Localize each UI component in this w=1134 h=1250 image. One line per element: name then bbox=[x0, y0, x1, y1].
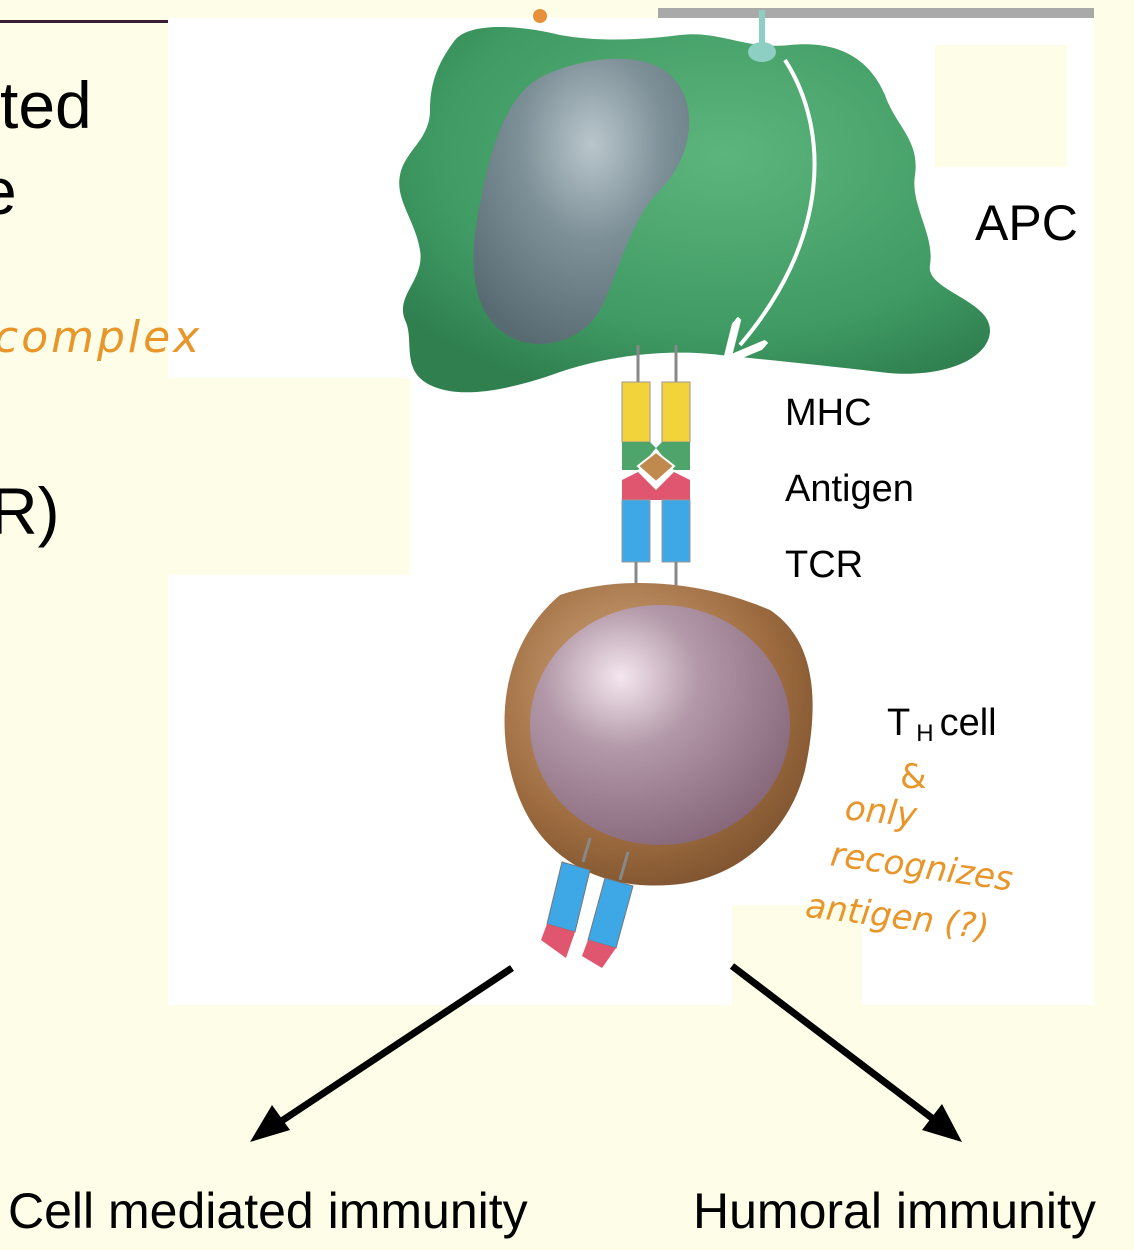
arrowhead-right bbox=[922, 1104, 962, 1142]
outcome-cell-mediated-immunity: Cell mediated immunity bbox=[8, 1183, 528, 1239]
arrow-to-humoral bbox=[729, 963, 948, 1131]
surface-receptor-head bbox=[748, 42, 776, 62]
left-text-line3: R) bbox=[0, 474, 60, 548]
slide-divider-line bbox=[0, 20, 168, 23]
gray-rule bbox=[658, 8, 1094, 18]
label-tcr: TCR bbox=[785, 544, 864, 586]
arrow-to-cell-mediated bbox=[266, 965, 514, 1133]
partial-dot bbox=[533, 9, 547, 23]
label-th-prefix: T bbox=[887, 702, 911, 744]
label-blank-box-apc bbox=[935, 45, 1067, 167]
th-cell-nucleus bbox=[530, 605, 790, 845]
label-blank-box-left bbox=[168, 378, 410, 575]
handwritten-only: only bbox=[843, 788, 919, 836]
label-th-suffix: cell bbox=[939, 702, 997, 744]
arrowhead-left bbox=[250, 1105, 290, 1142]
label-th-sub: H bbox=[916, 720, 934, 747]
antigen-processing-arrow bbox=[740, 58, 817, 345]
apc-nucleus bbox=[473, 58, 690, 344]
handwritten-and: & bbox=[900, 757, 927, 797]
outcome-humoral-immunity: Humoral immunity bbox=[693, 1183, 1096, 1239]
label-blank-box-bottom bbox=[732, 905, 862, 1027]
mhc-tcr-complex bbox=[621, 345, 691, 600]
label-apc: APC bbox=[975, 195, 1078, 251]
free-tcr-receptors bbox=[541, 837, 634, 968]
label-mhc: MHC bbox=[785, 392, 872, 434]
left-text-line2: e bbox=[0, 158, 17, 224]
left-text-line1: ted bbox=[0, 68, 92, 142]
label-antigen: Antigen bbox=[785, 468, 914, 510]
handwritten-complex: complex bbox=[0, 312, 203, 363]
